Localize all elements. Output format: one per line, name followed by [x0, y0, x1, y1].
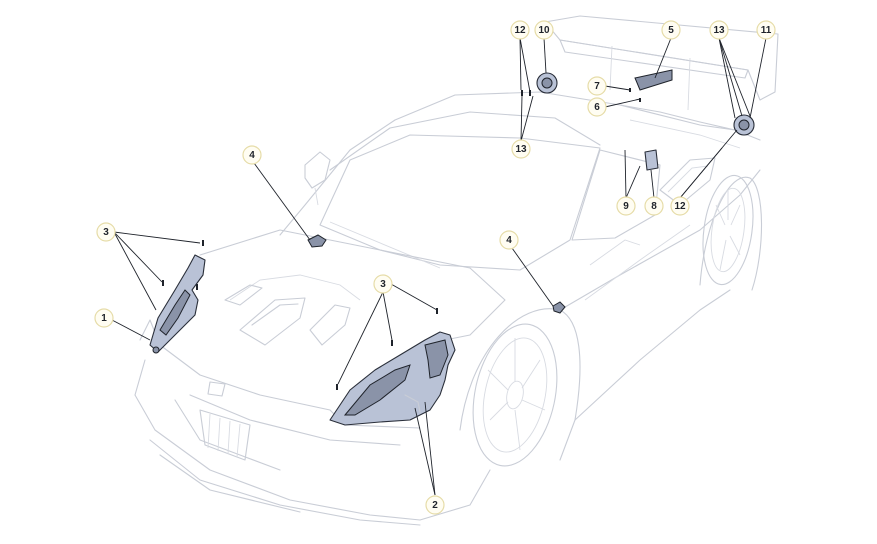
callout-circle: [373, 274, 393, 294]
callout-label: 5: [668, 25, 674, 36]
callout-label: 13: [713, 25, 725, 36]
callout-circle: [661, 20, 681, 40]
callout-label: 1: [101, 313, 107, 324]
third-brake-light-part: [634, 69, 673, 91]
callout-circle: [96, 222, 116, 242]
callout-circle: [756, 20, 776, 40]
callout-label: 10: [538, 25, 550, 36]
callout-label: 4: [506, 235, 512, 246]
callout-label: 4: [249, 150, 255, 161]
callout-circle: [534, 20, 554, 40]
callout-circle: [709, 20, 729, 40]
callout-label: 9: [623, 201, 629, 212]
callout-label: 3: [103, 227, 109, 238]
callout-c-12b: 12: [670, 196, 690, 216]
callout-label: 2: [432, 500, 438, 511]
left-headlight-part: [149, 254, 206, 354]
callout-circle: [425, 495, 445, 515]
callout-c-8: 8: [644, 196, 664, 216]
callout-circle: [511, 139, 531, 159]
car-body-outline: [134, 15, 779, 526]
callout-c-2: 2: [425, 495, 445, 515]
callout-label: 13: [515, 144, 527, 155]
callout-c-6: 6: [587, 97, 607, 117]
callout-c-3b: 3: [373, 274, 393, 294]
callout-c-12a: 12: [510, 20, 530, 40]
callout-circle: [94, 308, 114, 328]
callout-label: 12: [514, 25, 526, 36]
callout-c-11: 11: [756, 20, 776, 40]
callout-circle: [242, 145, 262, 165]
fastener-ticks: [162, 88, 641, 390]
callout-c-7: 7: [587, 76, 607, 96]
callout-c-10: 10: [534, 20, 554, 40]
callout-c-3a: 3: [96, 222, 116, 242]
callout-c-13b: 13: [709, 20, 729, 40]
callout-label: 12: [674, 201, 686, 212]
callout-c-5: 5: [661, 20, 681, 40]
callout-label: 6: [594, 102, 600, 113]
callout-c-4a: 4: [242, 145, 262, 165]
callout-circle: [644, 196, 664, 216]
callout-circle: [587, 76, 607, 96]
callout-circle: [670, 196, 690, 216]
callout-label: 8: [651, 201, 657, 212]
callout-label: 7: [594, 81, 600, 92]
callout-circle: [499, 230, 519, 250]
callout-c-13a: 13: [511, 139, 531, 159]
callout-c-9: 9: [616, 196, 636, 216]
right-headlight-part: [329, 331, 456, 426]
licence-plate-light-part: [644, 149, 659, 171]
callout-label: 11: [761, 25, 772, 36]
callout-circle: [510, 20, 530, 40]
leader-lines: [111, 37, 767, 496]
callout-label: 3: [380, 279, 386, 290]
side-repeater-parts: [307, 234, 566, 314]
callout-circle: [587, 97, 607, 117]
callout-circle: [616, 196, 636, 216]
right-tail-light-part: [733, 114, 755, 136]
left-tail-light-part: [536, 72, 558, 94]
callout-c-1: 1: [94, 308, 114, 328]
callout-c-4b: 4: [499, 230, 519, 250]
